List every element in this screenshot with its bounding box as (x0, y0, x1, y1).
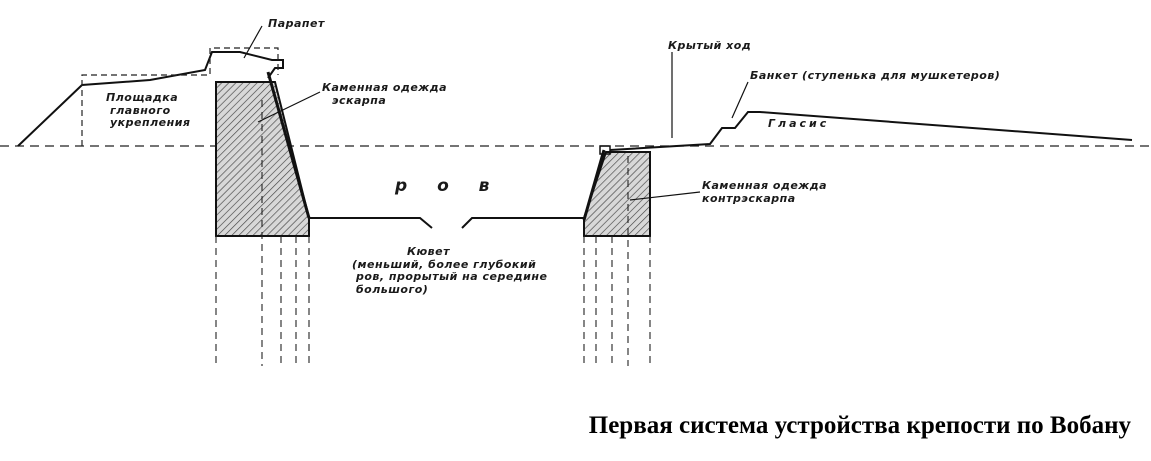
label-counterscarp-facing-line2: контрэскарпа (702, 191, 796, 205)
figure-caption: Первая система устройства крепости по Во… (588, 412, 1131, 439)
glacis-profile (609, 111, 1133, 151)
label-counterscarp-facing: Каменная одежда контрэскарпа (702, 179, 828, 205)
leader-lines (243, 25, 749, 201)
label-main-platform-line2: главного (110, 103, 171, 117)
escarp-stone-facing (215, 81, 310, 237)
label-escarp-facing: Каменная одежда эскарпа (322, 81, 448, 107)
label-cuvette: Кювет (меньший, более глубокий ров, прор… (352, 245, 548, 297)
label-main-platform-line3: укрепления (110, 116, 191, 130)
label-ditch: р о в (395, 176, 502, 196)
label-escarp-facing-line2: эскарпа (332, 93, 387, 107)
counterscarp-stone-facing (583, 151, 651, 237)
label-banquette: Банкет (ступенька для мушкетеров) (750, 69, 1001, 82)
label-covered-way: Крытый ход (668, 39, 752, 52)
label-counterscarp-facing-line1: Каменная одежда (702, 179, 828, 192)
label-main-platform: Площадка главного укрепления (106, 91, 191, 130)
main-platform-outline (81, 47, 279, 146)
counterscarp-foundation-lines (583, 156, 651, 366)
label-cuvette-line2: (меньший, более глубокий (352, 257, 537, 271)
label-cuvette-line1: Кювет (407, 245, 450, 258)
label-cuvette-line4: большого) (356, 282, 429, 296)
label-main-platform-line1: Площадка (106, 91, 179, 104)
escarp-foundation-lines (215, 100, 310, 366)
label-escarp-facing-line1: Каменная одежда (322, 81, 448, 94)
ditch-floor (309, 217, 433, 229)
rampart-profile (17, 51, 284, 147)
label-glacis: Гласис (768, 117, 830, 130)
label-cuvette-line3: ров, прорытый на середине (356, 270, 548, 284)
label-parapet: Парапет (268, 17, 325, 30)
ditch-floor-right (461, 217, 588, 229)
